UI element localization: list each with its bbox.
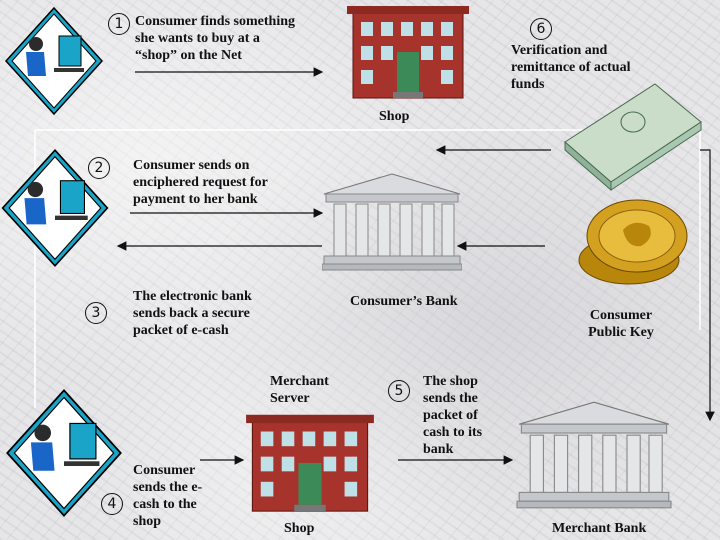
- consumers-bank-label: Consumer’s Bank: [350, 294, 458, 309]
- step-1-text: Consumer finds something she wants to bu…: [135, 14, 295, 63]
- shop-building-icon: [347, 6, 469, 99]
- step-4-number: 4: [101, 493, 123, 515]
- merchant-server-label: Merchant Server: [270, 374, 329, 406]
- arrow-merchant-bank: [700, 149, 715, 422]
- step-1-number: 1: [108, 13, 130, 35]
- step-6-number: 6: [530, 18, 552, 40]
- cash-stack-icon: [564, 83, 702, 192]
- merchant-bank-label: Merchant Bank: [552, 521, 647, 536]
- gold-coin-icon: [578, 199, 688, 285]
- consumer-computer-icon: [6, 389, 122, 517]
- consumer-computer-icon: [1, 148, 109, 268]
- step-2-text: Consumer sends on enciphered request for…: [133, 158, 268, 207]
- step-6-text: Verification and remittance of actual fu…: [511, 43, 631, 92]
- step-3-text: The electronic bank sends back a secure …: [133, 289, 252, 338]
- step-4-text: Consumer sends the e-cash to the shop: [133, 463, 203, 529]
- shop-building-icon: [246, 414, 374, 512]
- shop-top-label: Shop: [379, 109, 410, 124]
- consumer-public-key-label: Consumer Public Key: [588, 308, 654, 340]
- step-5-number: 5: [388, 380, 410, 402]
- consumers-bank-icon: [322, 173, 462, 271]
- step-2-number: 2: [88, 157, 110, 179]
- consumer-computer-icon: [4, 6, 104, 116]
- step-3-number: 3: [85, 302, 107, 324]
- shop-bottom-label: Shop: [284, 521, 315, 536]
- merchant-bank-icon: [516, 401, 672, 509]
- step-5-text: The shop sends the packet of cash to its…: [423, 374, 483, 457]
